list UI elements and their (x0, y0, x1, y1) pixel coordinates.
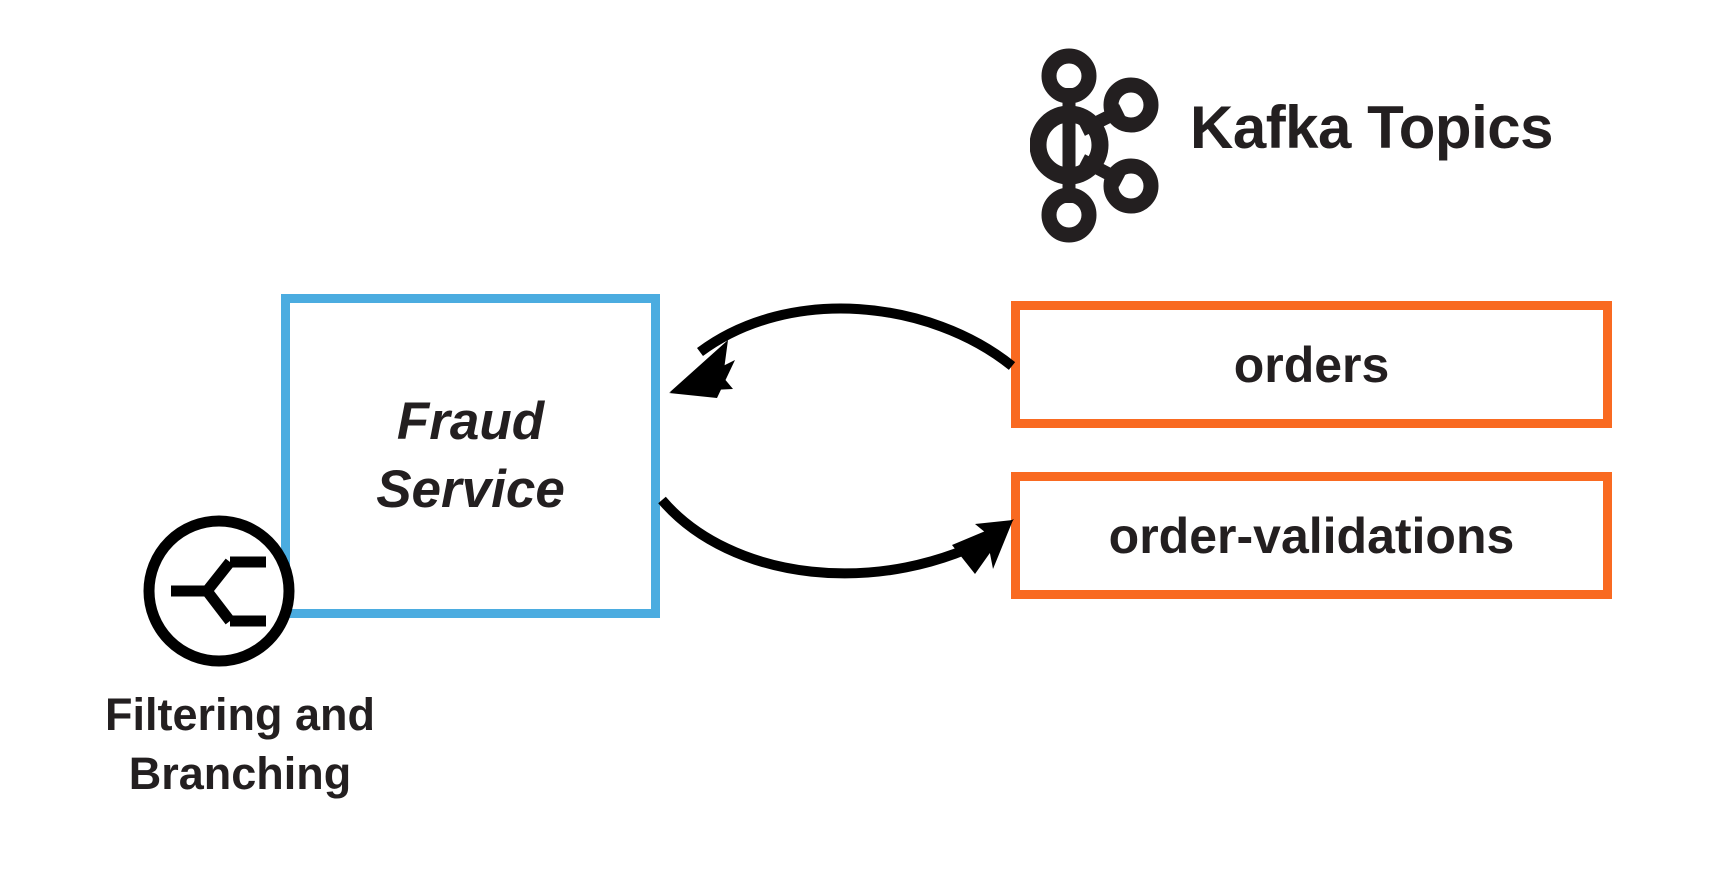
topic-label-order-validations: order-validations (1108, 507, 1515, 564)
topic-label-orders: orders (1233, 336, 1390, 393)
topic-box-order-validations[interactable]: order-validations (1011, 472, 1612, 599)
kafka-topics-header: Kafka Topics (1030, 48, 1610, 248)
filtering-branching-group: Filtering and Branching (60, 510, 420, 799)
arrow-fraud-service-to-order-validations (658, 496, 1014, 579)
branching-split-icon (143, 515, 295, 667)
fraud-service-label: Fraud Service (376, 392, 565, 519)
fraud-service-box[interactable]: Fraud Service (281, 294, 660, 618)
arrow-orders-to-fraud-service (669, 303, 1016, 398)
kafka-logo-icon (1030, 48, 1159, 243)
filtering-branching-caption: Filtering and Branching (105, 689, 375, 800)
topic-box-orders[interactable]: orders (1011, 301, 1612, 428)
kafka-topics-label: Kafka Topics (1190, 94, 1554, 161)
